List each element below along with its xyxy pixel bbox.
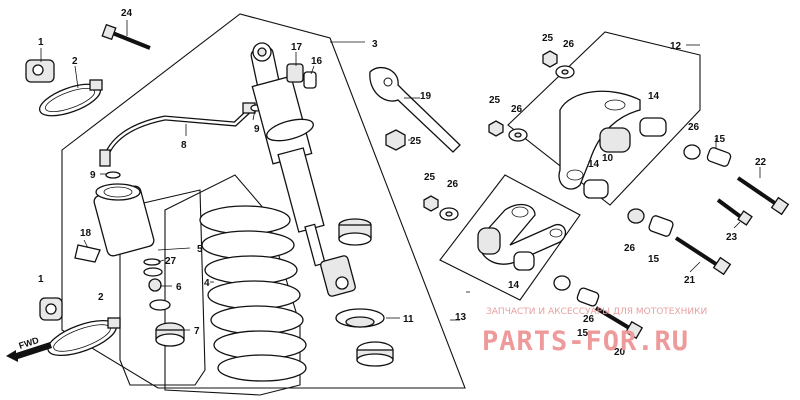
callout-15-bottom: 15 xyxy=(577,328,589,339)
fwd-arrow: FWD xyxy=(6,335,52,362)
callout-2-bottom: 2 xyxy=(98,292,104,303)
spring-4 xyxy=(199,205,307,382)
callout-25-top: 25 xyxy=(542,33,554,44)
cap-6 xyxy=(148,278,162,292)
bushing-14a xyxy=(639,117,667,137)
bolt-21 xyxy=(674,236,732,276)
nut-25-top xyxy=(542,50,558,68)
spring-outline xyxy=(164,174,301,396)
callout-22: 22 xyxy=(755,157,767,168)
bolt-23 xyxy=(716,198,753,226)
assembly-outline-5 xyxy=(119,189,206,386)
callout-10: 10 xyxy=(602,153,614,164)
reservoir xyxy=(93,183,155,257)
ring-27b xyxy=(143,267,163,277)
callout-18: 18 xyxy=(80,228,92,239)
bushing-10 xyxy=(599,127,631,153)
assembly-outline-3 xyxy=(61,13,466,389)
bushing-14b xyxy=(583,179,609,199)
callout-23: 23 xyxy=(726,232,738,243)
nut-25-mid xyxy=(488,120,504,137)
ring-27 xyxy=(143,258,161,266)
nut-25-spanner xyxy=(385,129,406,151)
callout-20: 20 xyxy=(614,347,626,358)
callout-19: 19 xyxy=(420,91,432,102)
washer-26-b xyxy=(553,275,571,291)
callout-26-right: 26 xyxy=(688,122,700,133)
seat-11 xyxy=(335,308,385,328)
callout-6: 6 xyxy=(176,282,182,293)
seat-11b xyxy=(356,341,394,367)
bump-rubber xyxy=(338,218,372,246)
bushing-14c xyxy=(513,251,535,271)
callout-4: 4 xyxy=(204,278,210,289)
bumper-7 xyxy=(155,322,185,347)
callout-11: 11 xyxy=(403,314,414,325)
clamp-1-bottom xyxy=(39,297,63,321)
callout-26-mid: 26 xyxy=(511,104,523,115)
spanner-19 xyxy=(369,67,461,153)
collar-15-b xyxy=(576,287,600,307)
bushing-16 xyxy=(303,71,317,89)
bolt-24 xyxy=(101,23,151,50)
callout-15-r2: 15 xyxy=(648,254,660,265)
callout-21: 21 xyxy=(684,275,696,286)
hose-8 xyxy=(99,102,256,167)
clip-18 xyxy=(74,244,101,263)
callout-5: 5 xyxy=(197,244,203,255)
bolt-20 xyxy=(594,306,644,340)
shock-absorber xyxy=(250,42,356,297)
collar-15-r2 xyxy=(648,215,674,237)
callout-8: 8 xyxy=(181,140,187,151)
callout-3: 3 xyxy=(372,39,378,50)
link-12 xyxy=(558,90,641,190)
callout-1-bottom: 1 xyxy=(38,274,44,285)
nut-25-low xyxy=(423,195,439,212)
band-2-top xyxy=(39,79,103,117)
washer-26-top xyxy=(555,65,575,79)
callout-15-right: 15 xyxy=(714,134,726,145)
callout-17: 17 xyxy=(291,42,303,53)
washer-26-r2 xyxy=(627,208,645,224)
callout-25-mid: 25 xyxy=(489,95,501,106)
clamp-1-top xyxy=(25,59,55,83)
o-ring-9 xyxy=(105,171,121,179)
watermark-brand: PARTS-FOR.RU xyxy=(482,326,689,357)
washer-26-mid xyxy=(508,128,528,142)
assembly-outline-13 xyxy=(439,174,581,301)
band-2-bottom xyxy=(47,317,121,356)
watermark-caption: ЗАПЧАСТИ И АКСЕССУАРЫ ДЛЯ МОТОТЕХНИКИ xyxy=(486,307,707,317)
washer-26-low xyxy=(439,207,459,221)
washer-26-r1 xyxy=(683,144,701,160)
bushing-17 xyxy=(286,63,304,83)
callout-27: 27 xyxy=(165,256,177,267)
callout-9-top: 9 xyxy=(254,124,260,135)
callout-26-top: 26 xyxy=(563,39,575,50)
callout-25-spanner: 25 xyxy=(410,136,422,147)
leader-lines xyxy=(40,20,761,331)
washer-6 xyxy=(149,299,171,311)
callout-7: 7 xyxy=(194,326,200,337)
callout-13: 13 xyxy=(455,312,467,323)
callout-14-top: 14 xyxy=(648,91,660,102)
callout-14-low: 14 xyxy=(508,280,520,291)
callout-26-bottom: 26 xyxy=(583,314,595,325)
callout-12: 12 xyxy=(670,41,682,52)
callout-14-mid: 14 xyxy=(588,159,600,170)
callout-16: 16 xyxy=(311,56,323,67)
callout-26-low: 26 xyxy=(447,179,459,190)
bolt-22 xyxy=(736,176,790,216)
bushing-13a xyxy=(477,227,501,255)
callout-26-r2: 26 xyxy=(624,243,636,254)
watermark: ЗАПЧАСТИ И АКСЕССУАРЫ ДЛЯ МОТОТЕХНИКИ PA… xyxy=(482,307,707,357)
callout-9-bottom: 9 xyxy=(90,170,96,181)
callout-25-low: 25 xyxy=(424,172,436,183)
callout-1: 1 xyxy=(38,37,44,48)
callout-24: 24 xyxy=(121,8,133,19)
collar-15-r1 xyxy=(706,147,732,167)
callout-2: 2 xyxy=(72,56,78,67)
